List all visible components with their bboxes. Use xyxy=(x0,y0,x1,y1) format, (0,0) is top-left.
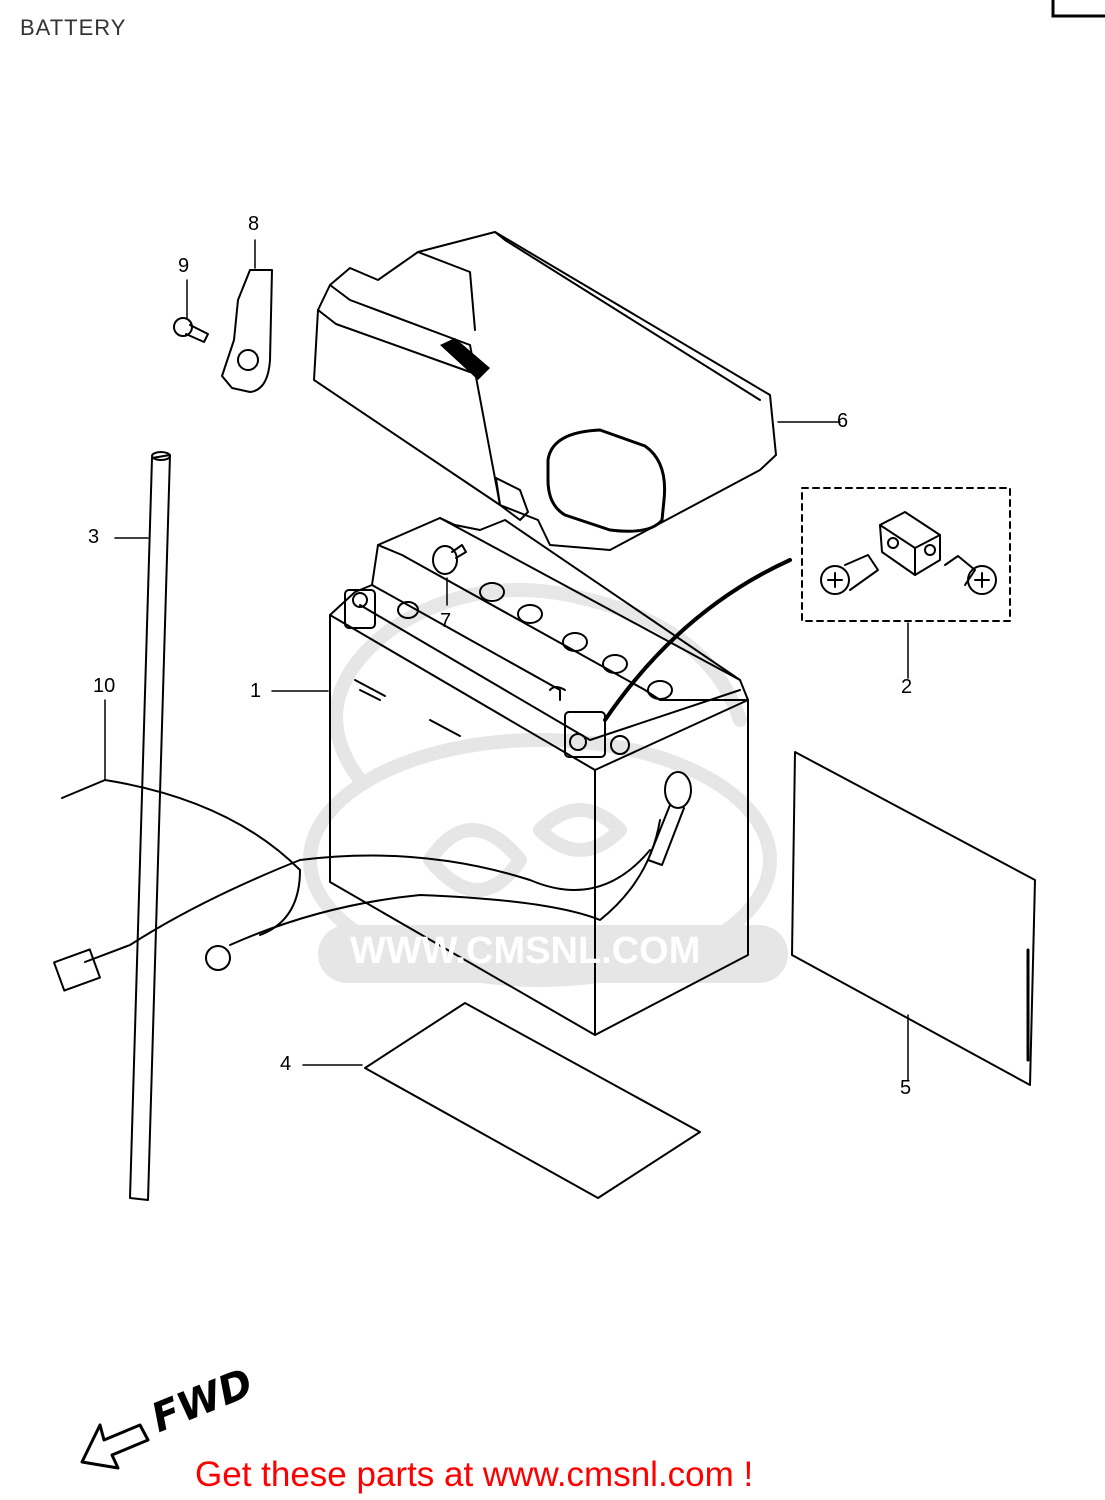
terminal-bolt-set-part-2 xyxy=(801,487,1011,622)
callout-9: 9 xyxy=(178,255,190,277)
callout-6: 6 xyxy=(837,410,849,432)
battery-part-1 xyxy=(329,517,749,1036)
callout-10: 10 xyxy=(93,675,116,697)
callout-8: 8 xyxy=(248,213,260,235)
corner-frame-mark xyxy=(1051,0,1105,18)
battery-cover-part-6 xyxy=(313,231,777,551)
screw-part-9 xyxy=(173,317,209,343)
callout-7: 7 xyxy=(440,610,452,632)
watermark-logo xyxy=(303,583,777,987)
callout-5: 5 xyxy=(900,1077,912,1099)
page-title: BATTERY xyxy=(20,15,127,40)
breather-hose-part-3 xyxy=(129,451,171,1201)
callout-3: 3 xyxy=(88,526,100,548)
plate-part-5 xyxy=(791,751,1036,1086)
callout-leaders xyxy=(104,239,909,1081)
callout-4: 4 xyxy=(280,1053,292,1075)
footer-link[interactable]: Get these parts at www.cmsnl.com ! xyxy=(195,1455,754,1494)
callout-1: 1 xyxy=(250,680,262,702)
bolt-part-7 xyxy=(432,544,467,575)
watermark-banner xyxy=(318,925,788,983)
callout-2: 2 xyxy=(901,676,913,698)
bracket-part-8 xyxy=(221,269,273,393)
watermark-text: WWW.CMSNL.COM xyxy=(350,930,701,972)
fwd-arrow-icon xyxy=(80,1423,150,1470)
pad-part-4 xyxy=(364,1002,701,1199)
lead-wire-part-10 xyxy=(53,771,692,992)
